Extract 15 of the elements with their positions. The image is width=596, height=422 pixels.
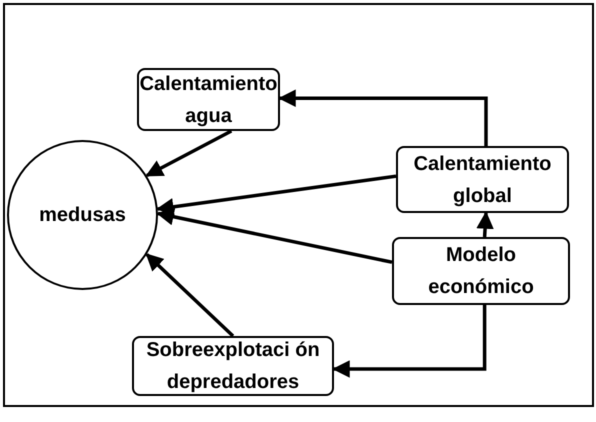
- arrow: [278, 89, 488, 146]
- rounded-box: [132, 336, 334, 396]
- node-label: medusas: [39, 203, 126, 228]
- rounded-box: [392, 237, 570, 305]
- rounded-box: [396, 146, 569, 213]
- node-label: Modelo económico: [427, 243, 535, 300]
- arrow: [145, 129, 232, 178]
- node-label: Calentamiento agua: [139, 72, 278, 128]
- node-label: Sobreexplotaci ón depredadores: [145, 338, 321, 395]
- arrow: [156, 208, 392, 264]
- arrow: [146, 253, 234, 338]
- arrow: [332, 305, 486, 378]
- node-label: Calentamiento global: [412, 152, 552, 208]
- arrow: [156, 174, 396, 216]
- arrow: [476, 211, 494, 238]
